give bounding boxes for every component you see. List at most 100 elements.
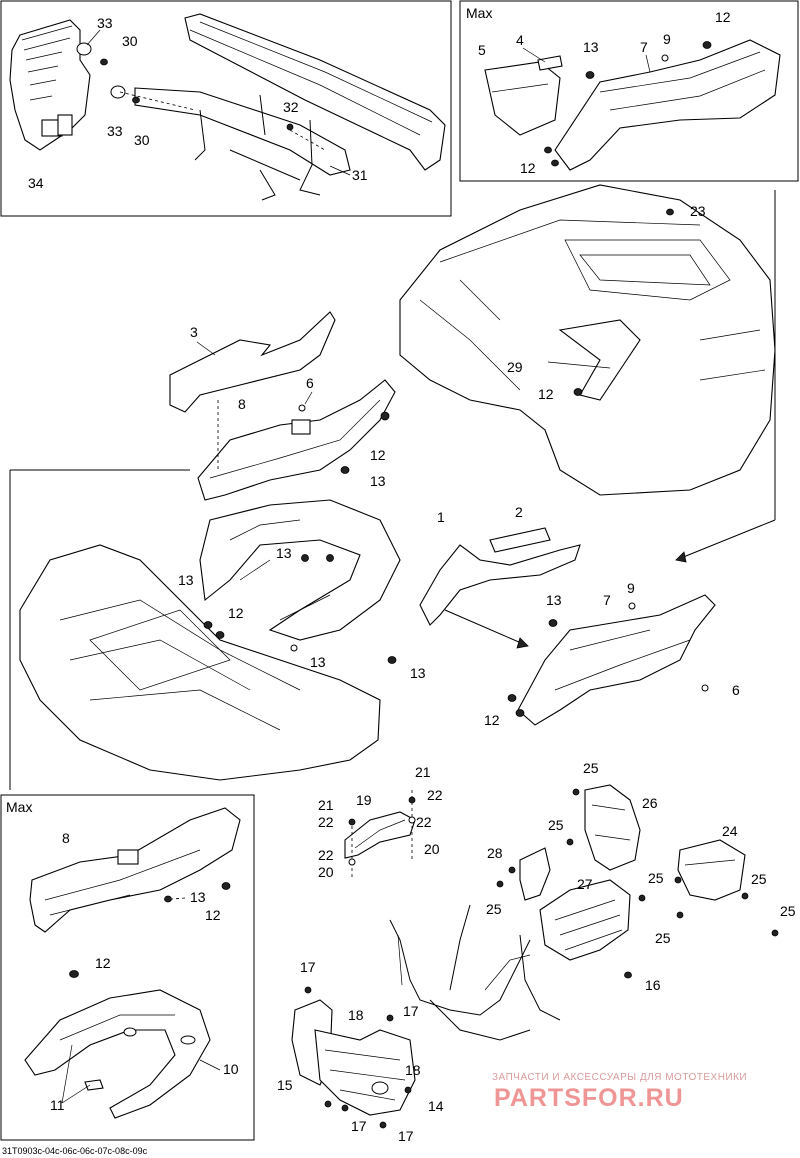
callout-22: 22 bbox=[318, 814, 334, 830]
callout-33: 33 bbox=[107, 123, 123, 139]
callout-17: 17 bbox=[403, 1003, 419, 1019]
part-11-pad bbox=[84, 1079, 104, 1091]
callout-30: 30 bbox=[122, 33, 138, 49]
part-8-max-side-panel bbox=[29, 807, 241, 933]
callout-13: 13 bbox=[370, 473, 386, 489]
part-7-side-panel bbox=[517, 594, 716, 726]
callout-13: 13 bbox=[190, 889, 206, 905]
callout-13: 13 bbox=[546, 592, 562, 608]
inset-frame-box: 34 33 30 33 30 32 31 bbox=[0, 0, 452, 217]
callout-25: 25 bbox=[751, 871, 767, 887]
callout-7: 7 bbox=[603, 592, 611, 608]
callout-25: 25 bbox=[583, 760, 599, 776]
callout-18: 18 bbox=[405, 1062, 421, 1078]
callout-3: 3 bbox=[190, 324, 198, 340]
callout-27: 27 bbox=[577, 876, 593, 892]
figure-code: 31T0903c-04c-06c-06c-07c-08c-09c bbox=[2, 1146, 148, 1156]
part-28-bracket bbox=[519, 847, 551, 901]
callout-21: 21 bbox=[318, 797, 334, 813]
callout-17: 17 bbox=[300, 959, 316, 975]
callout-17: 17 bbox=[351, 1118, 367, 1134]
callout-12: 12 bbox=[715, 9, 731, 25]
right-panel-group: 1 2 13 7 9 6 12 bbox=[419, 190, 776, 728]
frame-rail-lower bbox=[134, 87, 351, 176]
callout-25: 25 bbox=[780, 903, 796, 919]
lower-frame bbox=[389, 904, 561, 1041]
callout-30: 30 bbox=[134, 132, 150, 148]
callout-12: 12 bbox=[538, 386, 554, 402]
part-4-clip bbox=[537, 55, 563, 71]
front-body-assembly: 13 13 12 13 13 bbox=[9, 469, 426, 790]
part-26-guard bbox=[584, 784, 641, 871]
bracket-19-group: 21 19 22 21 22 22 22 20 20 bbox=[318, 764, 443, 880]
part-24-guard bbox=[677, 839, 746, 901]
callout-32: 32 bbox=[283, 99, 299, 115]
max-label: Max bbox=[466, 5, 492, 21]
callout-10: 10 bbox=[223, 1061, 239, 1077]
callout-9: 9 bbox=[627, 580, 635, 596]
callout-12: 12 bbox=[205, 907, 221, 923]
max-inset-top-right: Max 5 4 13 7 9 12 12 bbox=[459, 0, 799, 182]
callout-25: 25 bbox=[548, 817, 564, 833]
max-label: Max bbox=[6, 799, 32, 815]
part-29-rail bbox=[558, 319, 641, 401]
callout-26: 26 bbox=[642, 795, 658, 811]
callout-23: 23 bbox=[690, 203, 706, 219]
part-14-bumper bbox=[314, 1029, 416, 1116]
callout-15: 15 bbox=[277, 1077, 293, 1093]
part-1-cover bbox=[419, 544, 581, 626]
callout-16: 16 bbox=[645, 977, 661, 993]
callout-13: 13 bbox=[178, 572, 194, 588]
callout-20: 20 bbox=[424, 841, 440, 857]
callout-12: 12 bbox=[484, 712, 500, 728]
callout-8: 8 bbox=[238, 396, 246, 412]
frame-rail-upper bbox=[184, 13, 446, 171]
callout-29: 29 bbox=[507, 359, 523, 375]
callout-22: 22 bbox=[427, 787, 443, 803]
callout-17: 17 bbox=[398, 1128, 414, 1144]
callout-21: 21 bbox=[415, 764, 431, 780]
rear-body-assembly: 23 29 12 bbox=[399, 184, 776, 496]
callout-33: 33 bbox=[97, 15, 113, 31]
callout-4: 4 bbox=[516, 32, 524, 48]
part-10-rear-rack bbox=[24, 989, 211, 1119]
callout-13: 13 bbox=[276, 545, 292, 561]
callout-19: 19 bbox=[356, 792, 372, 808]
callout-11: 11 bbox=[50, 1097, 65, 1113]
callout-18: 18 bbox=[348, 1007, 364, 1023]
front-rack-cover bbox=[199, 499, 401, 641]
part-8-side-panel bbox=[197, 379, 396, 501]
callout-31: 31 bbox=[352, 167, 368, 183]
callout-5: 5 bbox=[478, 42, 486, 58]
callout-34: 34 bbox=[28, 175, 44, 191]
callout-7: 7 bbox=[640, 39, 648, 55]
part-19-bracket bbox=[344, 811, 416, 859]
max-inset-bottom-left: Max 8 13 12 12 10 11 bbox=[0, 794, 255, 1141]
callout-25: 25 bbox=[655, 930, 671, 946]
callout-25: 25 bbox=[486, 901, 502, 917]
callout-13: 13 bbox=[310, 654, 326, 670]
callout-12: 12 bbox=[228, 605, 244, 621]
guard-frame-group: 25 26 25 24 28 27 25 25 25 25 25 16 bbox=[389, 760, 796, 1041]
watermark-brand: PARTSFOR.RU bbox=[494, 1084, 684, 1112]
callout-1: 1 bbox=[437, 509, 445, 525]
part-5-panel bbox=[484, 61, 561, 136]
callout-13: 13 bbox=[410, 665, 426, 681]
callout-8: 8 bbox=[62, 830, 70, 846]
callout-12: 12 bbox=[520, 160, 536, 176]
left-panel-group: 3 6 8 12 13 bbox=[169, 311, 396, 501]
callout-13: 13 bbox=[583, 39, 599, 55]
callout-12: 12 bbox=[370, 447, 386, 463]
callout-12: 12 bbox=[95, 955, 111, 971]
callout-2: 2 bbox=[515, 504, 523, 520]
callout-6: 6 bbox=[306, 375, 314, 391]
front-bumper-group: 17 18 17 18 15 17 14 17 bbox=[277, 959, 444, 1144]
callout-22: 22 bbox=[318, 847, 334, 863]
watermark-tagline: ЗАПЧАСТИ И АКСЕССУАРЫ ДЛЯ МОТОТЕХНИКИ bbox=[492, 1072, 747, 1083]
callout-14: 14 bbox=[428, 1098, 444, 1114]
callout-28: 28 bbox=[487, 845, 503, 861]
part-27-skid-plate bbox=[539, 879, 631, 961]
callout-9: 9 bbox=[663, 31, 671, 47]
callout-24: 24 bbox=[722, 823, 738, 839]
